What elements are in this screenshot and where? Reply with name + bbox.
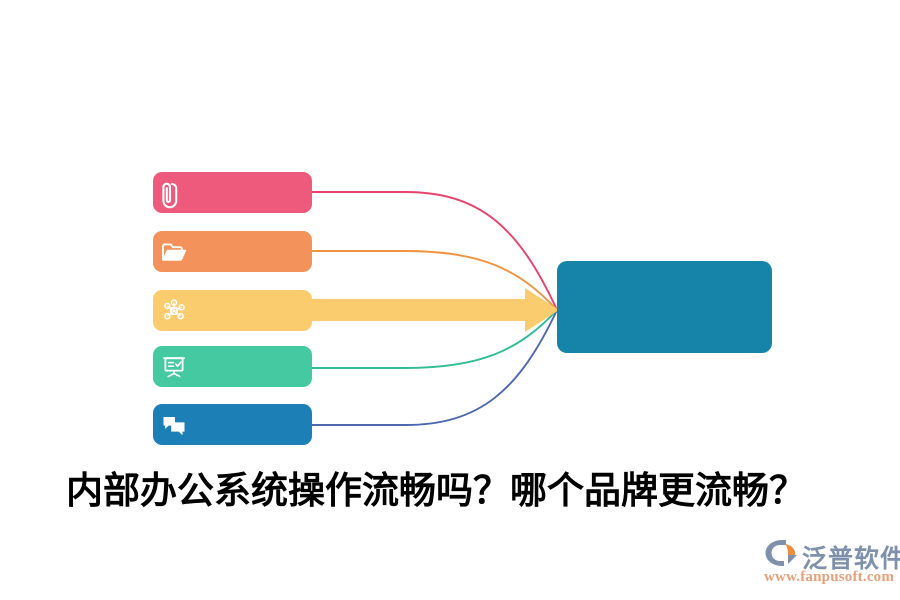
watermark-url: www.fanpusoft.com <box>764 569 895 585</box>
page-title: 内部办公系统操作流畅吗？哪个品牌更流畅？ <box>66 469 806 512</box>
connector-documents <box>311 250 558 311</box>
connector-attachment <box>311 191 558 311</box>
source-box-shape-messaging[interactable] <box>153 404 312 445</box>
source-box-collaboration[interactable] <box>153 290 312 331</box>
paperclip-icon <box>162 182 178 209</box>
presentation-board-icon <box>163 357 185 378</box>
source-box-shape-attachment[interactable] <box>153 172 312 213</box>
destination-box-shape[interactable] <box>557 261 772 353</box>
destination-box[interactable] <box>557 261 772 353</box>
fanpu-logo-icon <box>765 540 797 566</box>
source-box-documents[interactable] <box>153 231 312 272</box>
source-boxes <box>153 172 312 445</box>
source-box-shape-collaboration[interactable] <box>153 290 312 331</box>
connector-messaging <box>311 309 558 426</box>
source-box-messaging[interactable] <box>153 404 312 445</box>
source-box-shape-documents[interactable] <box>153 231 312 272</box>
source-box-attachment[interactable] <box>153 172 312 213</box>
watermark: 泛普软件 www.fanpusoft.com <box>762 537 900 591</box>
chat-bubbles-icon <box>163 417 185 436</box>
connector-reporting <box>311 309 558 369</box>
source-box-shape-reporting[interactable] <box>153 346 312 387</box>
watermark-brand: 泛普软件 <box>802 544 900 573</box>
connector-lines <box>311 191 558 426</box>
network-hub-icon <box>164 299 185 320</box>
source-box-reporting[interactable] <box>153 346 312 387</box>
folder-icon <box>162 243 187 261</box>
